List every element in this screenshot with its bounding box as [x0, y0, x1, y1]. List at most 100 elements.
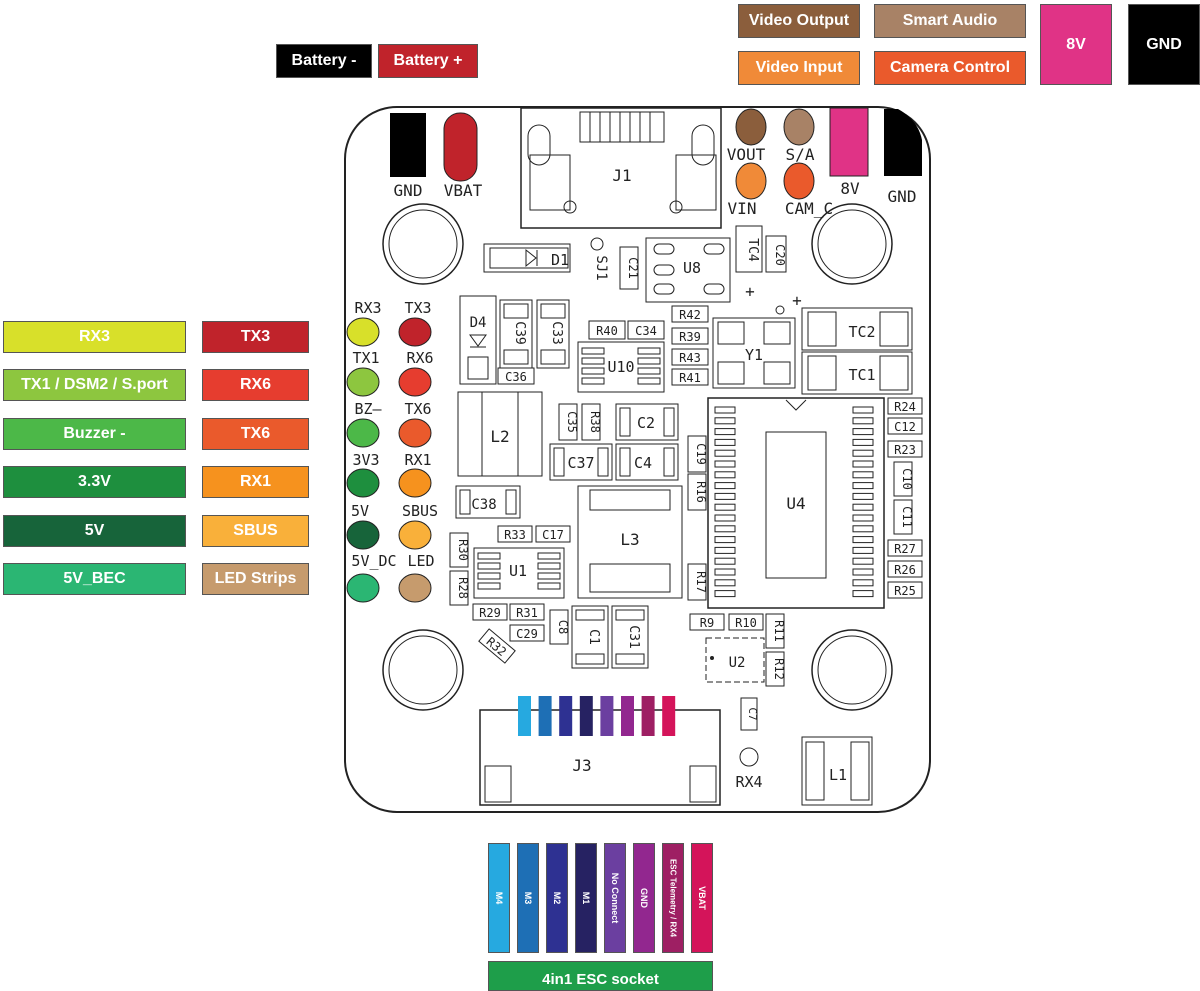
component-r26: R26	[887, 560, 923, 578]
component-r10: R10	[728, 613, 764, 631]
component-c4: C4	[615, 443, 679, 481]
label-r33: R33	[504, 528, 526, 542]
component-r40: R40	[588, 320, 626, 340]
silk-gnd-left: GND	[394, 181, 423, 200]
label-tc4: TC4	[745, 238, 760, 262]
tag-rx1: RX1	[202, 466, 309, 498]
component-r11: R11	[765, 613, 786, 649]
tag-rx6: RX6	[202, 369, 309, 401]
component-r39: R39	[671, 327, 709, 345]
label-r11: R11	[772, 620, 786, 642]
label-r17: R17	[694, 571, 708, 593]
u4-pin	[714, 536, 736, 544]
tag-5v: 5V	[3, 515, 186, 547]
tag-battery-plus: Battery +	[378, 44, 478, 78]
component-r28: R28	[449, 570, 470, 606]
component-l1: L1	[801, 736, 873, 806]
label-u8: U8	[683, 259, 701, 277]
component-u8: U8	[645, 237, 731, 303]
label-l3: L3	[620, 530, 639, 549]
silk-sa: S/A	[786, 145, 815, 164]
u4-pin	[852, 579, 874, 587]
tag-camera-control: Camera Control	[874, 51, 1026, 85]
esc-tag-m3-text: M3	[523, 891, 533, 905]
label-c17: C17	[542, 528, 564, 542]
component-c38: C38	[455, 485, 521, 519]
component-r31: R31	[509, 603, 545, 621]
esc-tag-m4: M4	[488, 843, 510, 953]
label-r43: R43	[679, 351, 701, 365]
silk-bz: BZ—	[354, 400, 382, 418]
label-tc1: TC1	[848, 366, 875, 384]
component-c29: C29	[509, 624, 545, 642]
label-c20: C20	[773, 244, 787, 266]
label-c21: C21	[626, 257, 640, 279]
silk-5v: 5V	[351, 502, 369, 520]
pad-vout	[735, 108, 767, 146]
pad-tx6	[398, 418, 432, 448]
label-r28: R28	[456, 577, 470, 599]
esc-tag-gnd: GND	[633, 843, 655, 953]
label-sj1: SJ1	[593, 255, 609, 280]
silk-cam-c: CAM_C	[785, 199, 833, 218]
label-j3: J3	[572, 756, 591, 775]
esc-tag-m1-text: M1	[581, 891, 591, 905]
u4-pin	[714, 568, 736, 576]
component-y1: Y1	[712, 305, 796, 389]
pad-3v3	[346, 468, 380, 498]
label-d1: D1	[551, 251, 569, 269]
label-r12: R12	[772, 658, 786, 680]
left-pad-group: RX3 TX3 TX1 RX6 BZ— TX6 3V3 RX1 5V SBUS …	[346, 299, 438, 603]
component-tc2: TC2	[801, 307, 913, 351]
label-r16: R16	[694, 481, 708, 503]
u4-pin	[714, 492, 736, 500]
u4-pin	[852, 525, 874, 533]
component-tc4: TC4 +	[735, 225, 763, 301]
silk-rx6: RX6	[406, 349, 433, 367]
label-u10: U10	[607, 358, 634, 376]
tag-buzzer: Buzzer -	[3, 418, 186, 450]
label-r40: R40	[596, 324, 618, 338]
tag-tx3: TX3	[202, 321, 309, 353]
component-l3: L3	[577, 485, 683, 599]
component-c11: C11	[893, 499, 914, 535]
u4-pin	[852, 536, 874, 544]
u4-pin	[714, 557, 736, 565]
silk-tx6: TX6	[404, 400, 431, 418]
mounting-hole-top-right	[811, 203, 893, 285]
silk-j1: J1	[612, 166, 631, 185]
esc-tag-no-connect-text: No Connect	[610, 872, 620, 924]
label-c34: C34	[635, 324, 657, 338]
u4-pin	[852, 546, 874, 554]
u4-pin	[714, 460, 736, 468]
esc-tag-m2-text: M2	[552, 891, 562, 905]
label-tc2: TC2	[848, 323, 875, 341]
pad-bz	[346, 418, 380, 448]
tag-video-output: Video Output	[738, 4, 860, 38]
tag-8v: 8V	[1040, 4, 1112, 85]
silk-8v: 8V	[840, 179, 860, 198]
u4-pin	[852, 428, 874, 436]
component-d4: D4	[459, 295, 497, 385]
label-r27: R27	[894, 542, 916, 556]
esc-socket-label: 4in1 ESC socket	[488, 961, 713, 991]
label-c2: C2	[637, 414, 655, 432]
component-r38: R38	[581, 403, 602, 441]
tag-tx1: TX1 / DSM2 / S.port	[3, 369, 186, 401]
pad-tx3	[398, 317, 432, 347]
label-c35: C35	[565, 411, 579, 433]
label-u1: U1	[509, 562, 527, 580]
j3-wire-noconnect	[600, 696, 614, 736]
component-c21: C21	[619, 246, 640, 290]
label-r10: R10	[735, 616, 757, 630]
j3-wire-m1	[579, 696, 593, 736]
pad-tx1	[346, 367, 380, 397]
label-c39: C39	[512, 321, 527, 344]
tag-battery-minus: Battery -	[276, 44, 372, 78]
label-u2: U2	[729, 655, 746, 671]
pad-rx3	[346, 317, 380, 347]
u4-pin	[714, 471, 736, 479]
tag-gnd: GND	[1128, 4, 1200, 85]
tag-video-input: Video Input	[738, 51, 860, 85]
